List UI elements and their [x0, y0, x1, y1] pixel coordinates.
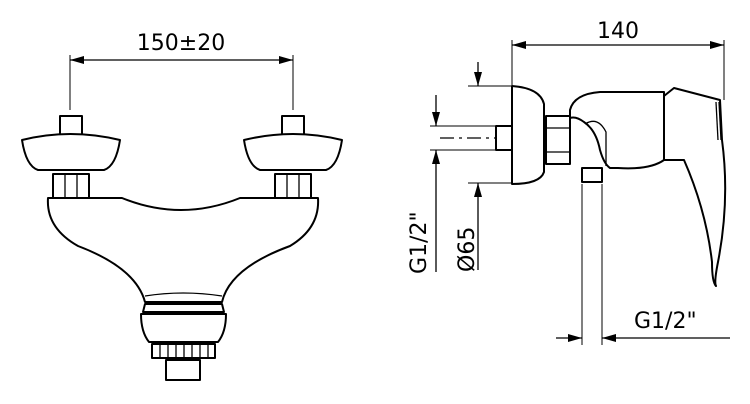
flange-diameter-label: Ø65 [455, 227, 480, 272]
left-eccentric-connector [21, 115, 121, 199]
hex-nut [545, 115, 571, 165]
outlet-thread-dimension: G1/2" [556, 184, 730, 345]
inlet-thread-dimension: G1/2" [407, 95, 498, 274]
depth-dimension: 140 [511, 19, 725, 100]
spacing-label: 150±20 [137, 31, 225, 56]
cartridge-base [140, 303, 227, 381]
flange-diameter-dimension: Ø65 [455, 62, 512, 272]
outlet-thread-label: G1/2" [634, 309, 697, 334]
mixer-body-side [569, 91, 665, 170]
depth-label: 140 [597, 19, 639, 44]
outlet-stub [581, 167, 603, 183]
right-eccentric-connector [243, 115, 343, 199]
spacing-dimension: 150±20 [69, 31, 294, 110]
front-view: 150±20 [21, 31, 343, 381]
inlet-thread-label: G1/2" [407, 211, 432, 274]
wall-flange [511, 85, 545, 185]
lever-handle [663, 87, 727, 287]
mixer-body [46, 197, 320, 303]
side-view: 140 Ø65 G1/2" [407, 19, 730, 345]
